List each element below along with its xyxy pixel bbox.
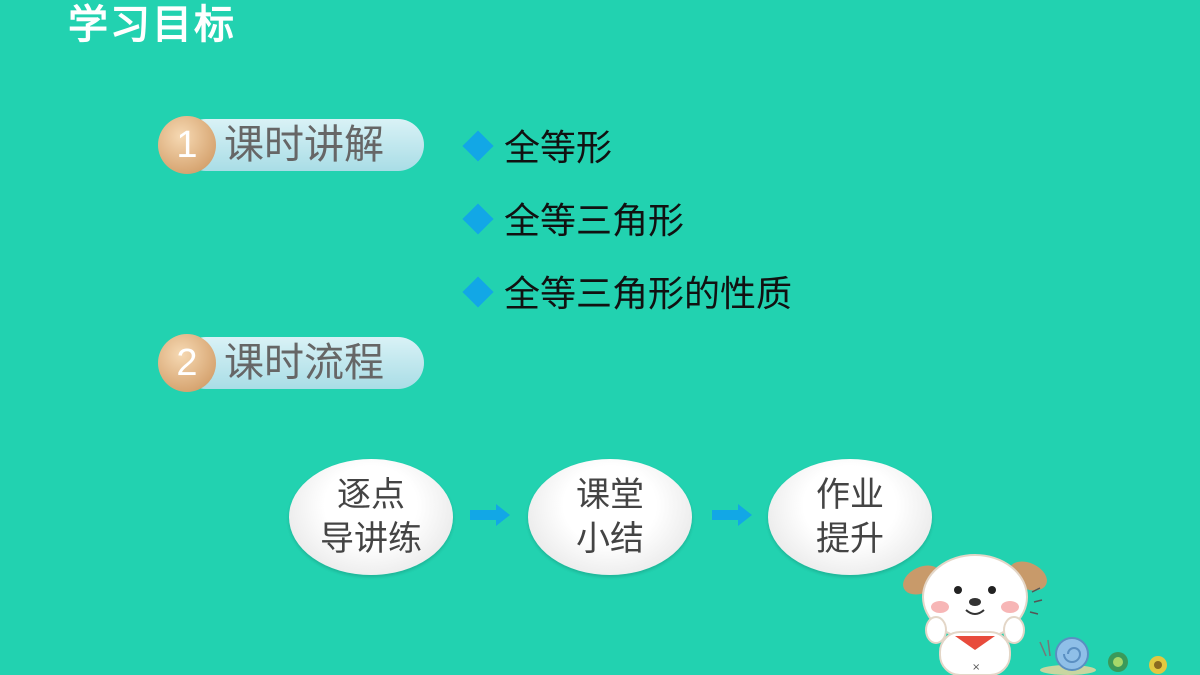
section-number-badge: 1 (158, 116, 216, 174)
svg-text:×: × (972, 662, 980, 673)
diamond-bullet-icon (462, 203, 494, 235)
section-number-badge: 2 (158, 334, 216, 392)
bullet-text: 全等三角形的性质 (504, 274, 793, 315)
right-arrow-icon (470, 504, 510, 526)
diamond-bullet-icon (462, 276, 494, 308)
section-pill (180, 337, 424, 389)
puppy-mascot-icon: × (903, 554, 1167, 675)
section-pill (180, 119, 424, 171)
flow-step-line: 导讲练 (320, 519, 422, 559)
diamond-bullet-icon (462, 130, 494, 162)
section-2[interactable]: 2 课时流程 (158, 334, 428, 392)
section-1[interactable]: 1 课时讲解 (158, 116, 428, 174)
flow-step-line: 小结 (576, 519, 644, 559)
section-label: 课时流程 (224, 340, 384, 386)
flow-step-line: 课堂 (576, 475, 644, 515)
bullet-text: 全等形 (504, 128, 613, 169)
bullet-text: 全等三角形 (504, 201, 685, 242)
flow-step-line: 逐点 (337, 475, 405, 515)
flow-step-line: 作业 (816, 475, 884, 515)
flow-step-practice[interactable]: 逐点 导讲练 (289, 459, 453, 575)
snail-icon (1039, 637, 1096, 675)
page-title: 学习目标 (68, 2, 236, 48)
flow-step-line: 提升 (816, 519, 884, 559)
right-arrow-icon (712, 504, 752, 526)
flow-step-homework[interactable]: 作业 提升 (768, 459, 932, 575)
section-label: 课时讲解 (224, 122, 384, 168)
flow-step-summary[interactable]: 课堂 小结 (528, 459, 692, 575)
